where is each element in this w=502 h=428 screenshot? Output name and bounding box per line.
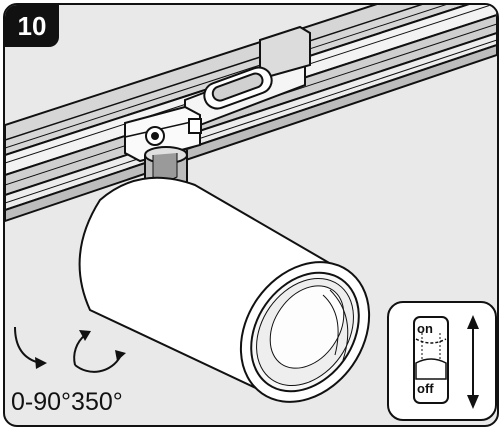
double-arrow-icon	[467, 315, 479, 409]
rotation-range-label: 0-90°350°	[11, 388, 123, 416]
step-number-badge: 10	[5, 5, 59, 47]
switch-on-label: on	[417, 321, 433, 336]
rotate-circular-arrow-icon	[73, 330, 126, 373]
switch-off-label: off	[417, 381, 434, 396]
power-switch-panel: on off	[387, 301, 497, 421]
switch-toggle-icon	[413, 316, 449, 404]
track-adapter	[124, 25, 311, 163]
track-rail	[5, 5, 497, 223]
rotate-down-arrow-icon	[14, 326, 47, 369]
instruction-panel: 10 0-90°350° on off	[3, 3, 499, 427]
step-number: 10	[17, 10, 47, 41]
track-spotlight-illustration	[5, 5, 497, 403]
spotlight-body	[78, 176, 371, 403]
